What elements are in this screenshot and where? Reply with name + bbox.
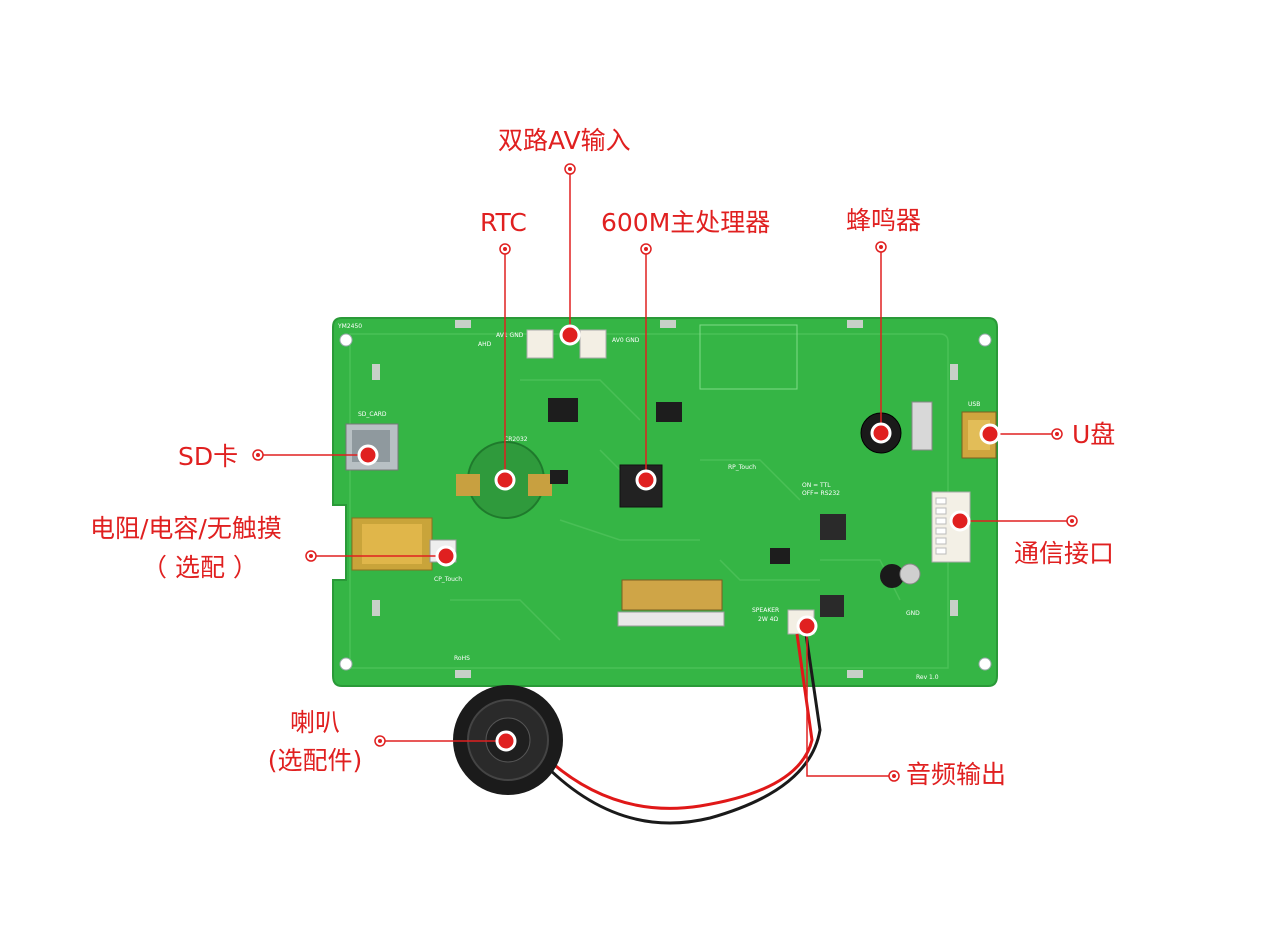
marker-touch: [435, 545, 457, 567]
silk-usb: USB: [968, 401, 980, 408]
marker-processor: [635, 469, 657, 491]
silk-sd-card: SD_CARD: [358, 411, 387, 418]
pcb-board: YM2450 SD_CARD USB AHD AV1 GND AV0 GND C…: [332, 317, 998, 687]
silk-rev: Rev 1.0: [916, 674, 939, 681]
label-audio-output: 音频输出: [906, 760, 1007, 789]
marker-rtc: [494, 469, 516, 491]
label-dual-av-input: 双路AV输入: [498, 126, 631, 155]
label-comm-port: 通信接口: [1014, 539, 1115, 568]
silk-speaker: SPEAKER: [752, 607, 779, 614]
silk-ahd: AHD: [478, 341, 492, 348]
silk-speaker-spec: 2W 4Ω: [758, 616, 778, 623]
silk-battery: CR2032: [504, 436, 528, 443]
marker-speaker: [495, 730, 517, 752]
silk-rs232-off: OFF= RS232: [802, 490, 840, 497]
label-speaker-line2: (选配件): [267, 746, 363, 775]
label-usb-disk: U盘: [1072, 420, 1116, 449]
marker-buzzer: [870, 422, 892, 444]
label-buzzer: 蜂鸣器: [846, 206, 922, 235]
marker-comm-port: [949, 510, 971, 532]
silk-av1-gnd: AV1 GND: [496, 332, 524, 339]
marker-sd-card: [357, 444, 379, 466]
silk-rp-touch: RP_Touch: [728, 464, 756, 471]
label-touch-option-line2: （ 选配 ）: [142, 553, 258, 582]
silk-model: YM2450: [337, 323, 362, 330]
label-speaker-line1: 喇叭: [289, 708, 340, 737]
marker-av-input: [559, 324, 581, 346]
silk-gnd: GND: [906, 610, 920, 617]
silk-ttl-on: ON = TTL: [802, 482, 831, 489]
marker-usb: [979, 423, 1001, 445]
silk-cp-touch: CP_Touch: [434, 576, 462, 583]
silk-av0-gnd: AV0 GND: [612, 337, 640, 344]
silk-rohs: RoHS: [454, 655, 470, 662]
callout-lines: [258, 169, 1072, 777]
label-sd-card: SD卡: [178, 442, 239, 471]
label-touch-option-line1: 电阻/电容/无触摸: [90, 514, 282, 543]
marker-audio-output: [796, 615, 818, 637]
label-processor: 600M主处理器: [601, 208, 771, 237]
label-rtc: RTC: [480, 208, 527, 237]
callout-markers: [252, 163, 1078, 782]
